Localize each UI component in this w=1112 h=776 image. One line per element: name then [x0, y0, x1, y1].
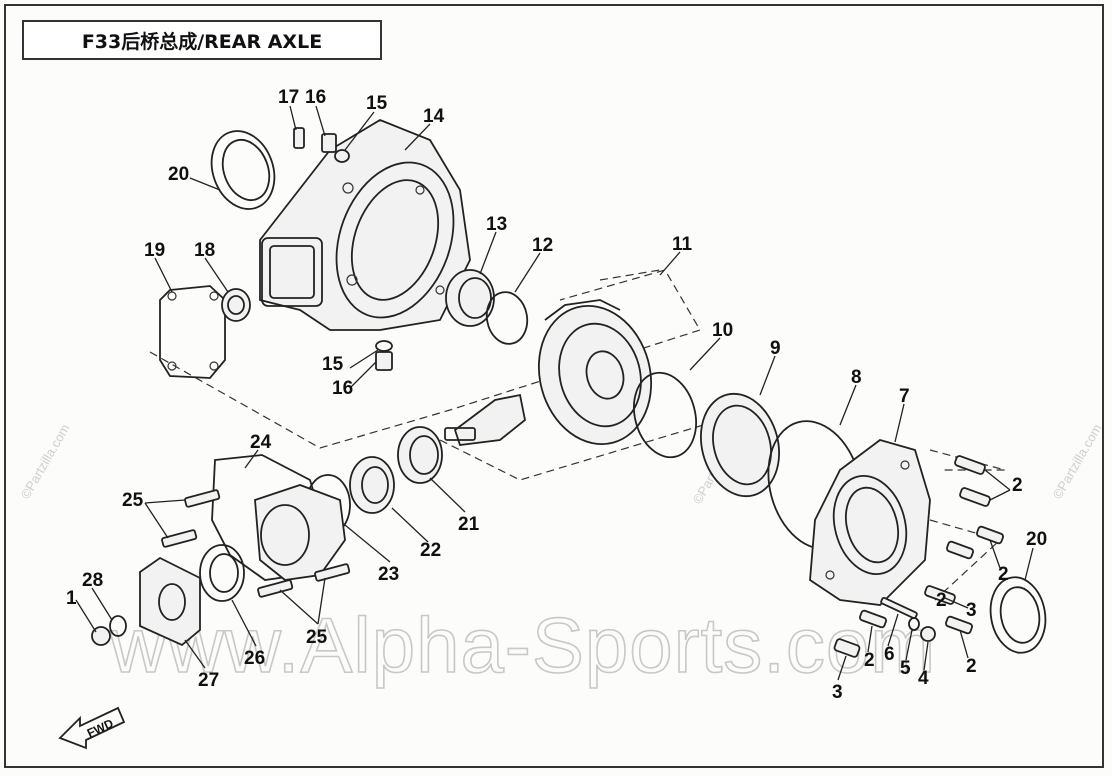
callout-11: 11 [672, 234, 693, 255]
callout-14: 14 [423, 106, 445, 127]
callout-13: 13 [486, 214, 507, 235]
part-7-housing-cover [809, 439, 931, 606]
callout-15-upper: 15 [366, 93, 388, 114]
part-26-seal [199, 544, 245, 602]
callout-10: 10 [712, 320, 733, 341]
part-27-flange [139, 556, 201, 647]
callout-27: 27 [198, 670, 219, 691]
callout-3-bottom: 3 [832, 682, 843, 703]
pinion-gear [444, 393, 526, 446]
bolt-group-line-right [929, 449, 1006, 471]
part-16-plug-lower [375, 351, 393, 371]
callout-2-bottom: 2 [864, 650, 875, 671]
callout-25-left: 25 [122, 490, 144, 511]
part-22-bearing [349, 456, 395, 514]
callout-28: 28 [82, 570, 103, 591]
fwd-label: FWD [85, 716, 116, 740]
callout-2-right: 2 [966, 656, 977, 677]
pinion-axis-line [439, 419, 721, 481]
side-watermark-left: ©Partzilla.com [18, 421, 73, 501]
callout-8: 8 [851, 367, 862, 388]
part-16-plug-upper [321, 133, 337, 153]
callout-5: 5 [900, 658, 911, 679]
part-19-gasket [159, 285, 226, 379]
pinion-housing [254, 484, 346, 581]
callout-18: 18 [194, 240, 215, 261]
part-15-washer-upper [334, 149, 350, 163]
part-20-seal-upper [210, 130, 276, 210]
drawing-border [4, 4, 1104, 768]
part-10-o-ring [633, 371, 697, 459]
part-15-washer-lower [375, 340, 393, 352]
part-11-ring-gear [537, 299, 653, 445]
callout-7: 7 [899, 386, 910, 407]
part-2-bolts-right [859, 455, 1004, 635]
part-21-bearing [397, 426, 443, 484]
part-6-washer [908, 617, 920, 631]
callout-4: 4 [918, 668, 929, 689]
callout-3-right: 3 [966, 600, 977, 621]
assembly-outline-link [599, 269, 661, 281]
part-4-nut [920, 626, 936, 642]
callout-23: 23 [378, 564, 399, 585]
callout-21: 21 [458, 514, 480, 535]
callout-25-lower: 25 [306, 627, 328, 648]
callout-1: 1 [66, 588, 77, 609]
part-20-seal-lower [989, 576, 1047, 654]
callout-26: 26 [244, 648, 265, 669]
callout-22: 22 [420, 540, 441, 561]
fwd-arrow: FWD [58, 706, 126, 750]
part-25-bolts [161, 489, 351, 598]
part-5-stud [880, 597, 918, 619]
part-14-axle-housing [259, 118, 471, 331]
leader-lines [75, 105, 1034, 681]
callout-19: 19 [144, 240, 165, 261]
part-17-breather [293, 127, 305, 149]
callout-9: 9 [770, 338, 781, 359]
callout-2-top: 2 [1012, 475, 1023, 496]
part-18-bearing [221, 288, 251, 322]
callout-12: 12 [532, 235, 553, 256]
callout-2-mid: 2 [998, 564, 1009, 585]
part-9-ball-bearing [700, 392, 780, 498]
watermark-text: www.Alpha-Sports.com [109, 601, 936, 689]
callout-6: 6 [884, 644, 895, 665]
callout-16-lower: 16 [332, 378, 353, 399]
callout-20-lower: 20 [1026, 529, 1047, 550]
part-13-needle-bearing [445, 269, 495, 327]
callout-20-upper: 20 [168, 164, 189, 185]
part-1-nut [91, 626, 111, 646]
part-12-shim [485, 291, 529, 345]
callout-15-lower: 15 [322, 354, 344, 375]
callout-16-upper: 16 [305, 87, 326, 108]
diagram-title: F33后桥总成/REAR AXLE [81, 30, 323, 53]
part-28-washer [109, 615, 127, 637]
callout-24: 24 [250, 432, 272, 453]
callout-17: 17 [278, 87, 299, 108]
diagram-title-box: F33后桥总成/REAR AXLE [22, 20, 382, 60]
callout-2-lower-extra: 2 [936, 590, 947, 611]
side-watermark-right: ©Partzilla.com [1050, 421, 1105, 501]
